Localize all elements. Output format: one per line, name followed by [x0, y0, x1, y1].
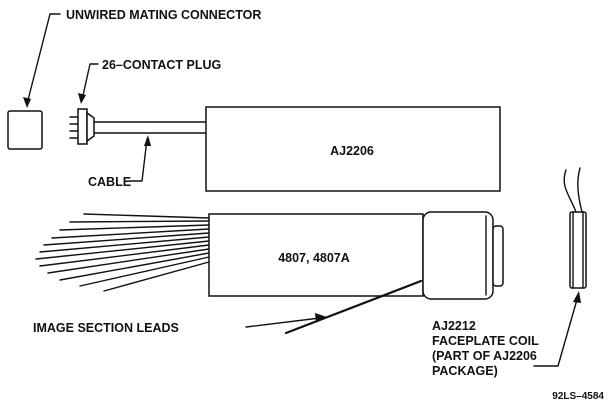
faceplate-coil [563, 167, 587, 289]
faceplate-coil-callout [533, 291, 581, 367]
tube-model-label: 4807, 4807A [278, 251, 350, 265]
tube-body [208, 213, 424, 297]
contact-plug-label: 26–CONTACT PLUG [102, 58, 221, 72]
aj2206-box [205, 106, 501, 192]
contact-plug-callout [78, 63, 99, 104]
unwired-mating-connector-callout [23, 13, 61, 108]
aj2206-label: AJ2206 [330, 144, 374, 158]
cable-label: CABLE [88, 175, 131, 189]
coil-label-line-2: FACEPLATE COIL [432, 334, 539, 348]
image-section-leads-callout [245, 279, 423, 335]
cable-callout [129, 135, 151, 182]
figure-id: 92LS–4584 [552, 391, 604, 402]
contact-plug [69, 108, 95, 145]
coil-label-line-3: (PART OF AJ2206 [432, 349, 537, 363]
unwired-mating-connector-label: UNWIRED MATING CONNECTOR [66, 8, 261, 22]
image-section-leads-label: IMAGE SECTION LEADS [33, 321, 179, 335]
coil-label-line-1: AJ2212 [432, 319, 476, 333]
tube-faceplate [422, 211, 504, 300]
image-section-leads [35, 213, 210, 292]
cable [93, 121, 207, 134]
coil-label-line-4: PACKAGE) [432, 364, 498, 378]
unwired-mating-connector [7, 110, 43, 150]
